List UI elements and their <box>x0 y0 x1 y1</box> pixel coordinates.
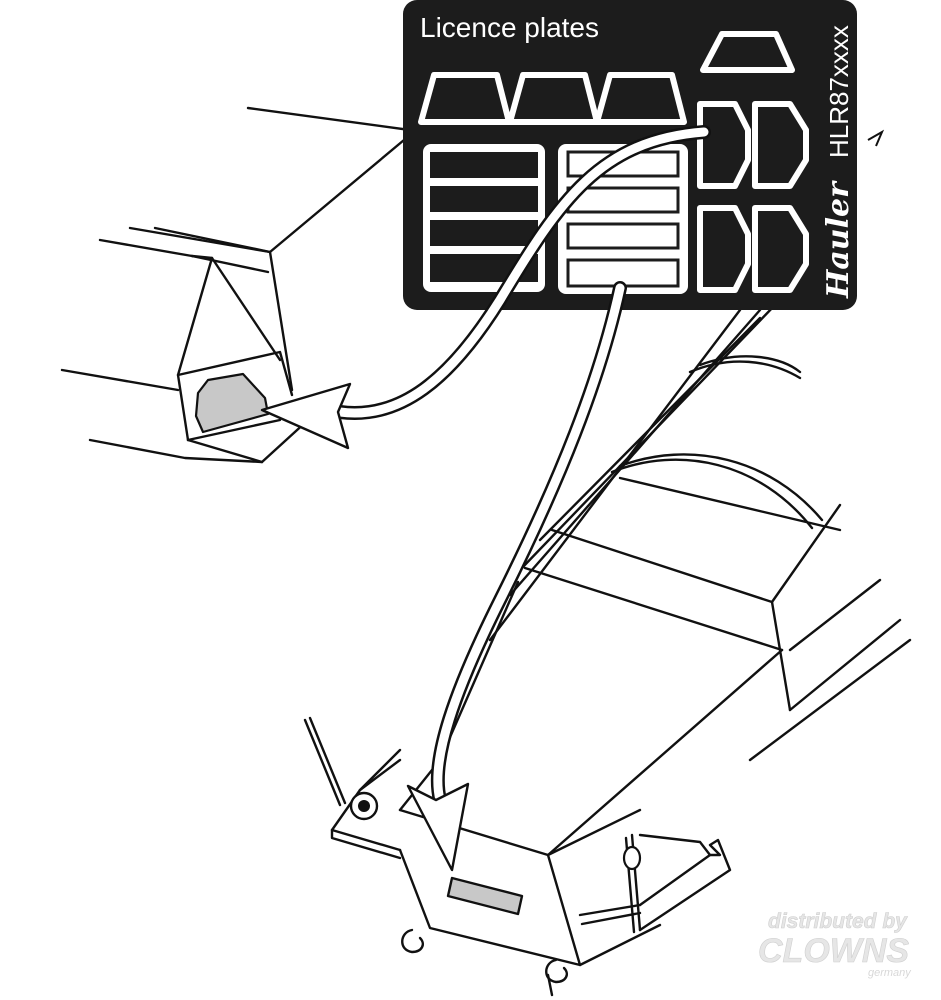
fret-title: Licence plates <box>420 12 599 43</box>
arrow-to-rear-plate <box>406 281 627 872</box>
fret-plates-rect-dark <box>423 144 545 292</box>
distributor-line3: germany <box>868 967 912 979</box>
front-plate-position <box>194 372 270 434</box>
distributor-line1: distributed by <box>768 910 908 933</box>
arrow-to-front-plate <box>260 125 711 450</box>
distributor-logo: CLOWNS <box>758 932 909 970</box>
fret-pointer-mark <box>867 129 885 147</box>
photo-etch-fret: Licence plates HLR87xxxx Hauler <box>403 0 857 310</box>
vehicle-rear-detail-view <box>303 303 912 997</box>
fret-code: HLR87xxxx <box>824 25 854 158</box>
fret-plates-trapezoid-row <box>418 72 687 125</box>
distributor-watermark: distributed by CLOWNS germany <box>758 910 913 979</box>
vehicle-front-detail-view <box>60 106 412 464</box>
rear-plate-position <box>446 876 524 916</box>
fret-plate-top-single <box>700 31 795 73</box>
fret-brand-logo: Hauler <box>821 180 856 299</box>
fret-plates-d-shape <box>697 101 809 293</box>
fret-plates-rect-light <box>558 144 688 294</box>
